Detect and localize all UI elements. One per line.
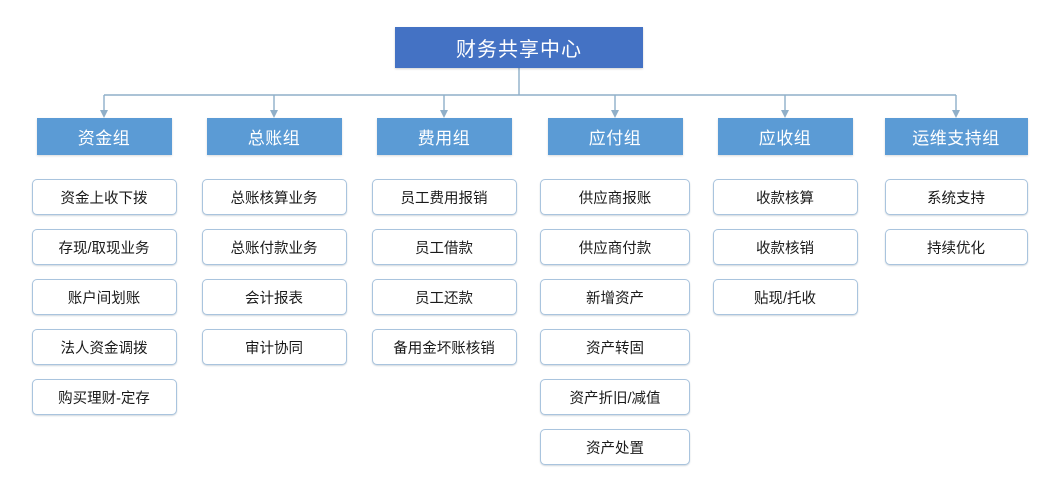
group-column-funds: 资金组 资金上收下拨 存现/取现业务 账户间划账 法人资金调拨 购买理财-定存 (19, 118, 189, 429)
leaf-node[interactable]: 供应商报账 (540, 179, 690, 215)
group-column-general-ledger: 总账组 总账核算业务 总账付款业务 会计报表 审计协同 (189, 118, 359, 379)
leaf-node[interactable]: 会计报表 (201, 279, 347, 315)
arrowhead-5 (781, 110, 789, 118)
group-header-expense[interactable]: 费用组 (376, 118, 512, 155)
leaf-node[interactable]: 收款核算 (712, 179, 858, 215)
arrowhead-6 (952, 110, 960, 118)
leaf-node[interactable]: 账户间划账 (31, 279, 177, 315)
group-header-operations-support[interactable]: 运维支持组 (884, 118, 1028, 155)
arrowhead-2 (270, 110, 278, 118)
leaf-node[interactable]: 总账核算业务 (201, 179, 347, 215)
leaf-node[interactable]: 贴现/托收 (712, 279, 858, 315)
group-column-accounts-payable: 应付组 供应商报账 供应商付款 新增资产 资产转固 资产折旧/减值 资产处置 (530, 118, 700, 479)
leaf-node[interactable]: 系统支持 (884, 179, 1028, 215)
arrowhead-3 (440, 110, 448, 118)
leaf-node[interactable]: 资金上收下拨 (31, 179, 177, 215)
arrowhead-4 (611, 110, 619, 118)
group-column-operations-support: 运维支持组 系统支持 持续优化 (871, 118, 1041, 279)
root-node-finance-shared-center[interactable]: 财务共享中心 (395, 27, 643, 68)
group-column-expense: 费用组 员工费用报销 员工借款 员工还款 备用金坏账核销 (359, 118, 529, 379)
leaf-node[interactable]: 审计协同 (201, 329, 347, 365)
leaf-node[interactable]: 存现/取现业务 (31, 229, 177, 265)
leaf-node[interactable]: 供应商付款 (540, 229, 690, 265)
leaf-node[interactable]: 员工借款 (371, 229, 517, 265)
group-header-accounts-payable[interactable]: 应付组 (547, 118, 683, 155)
arrowhead-1 (100, 110, 108, 118)
leaf-node[interactable]: 备用金坏账核销 (371, 329, 517, 365)
leaf-node[interactable]: 持续优化 (884, 229, 1028, 265)
leaf-node[interactable]: 资产处置 (540, 429, 690, 465)
leaf-node[interactable]: 法人资金调拨 (31, 329, 177, 365)
leaf-node[interactable]: 员工还款 (371, 279, 517, 315)
leaf-node[interactable]: 员工费用报销 (371, 179, 517, 215)
group-header-general-ledger[interactable]: 总账组 (206, 118, 342, 155)
leaf-node[interactable]: 总账付款业务 (201, 229, 347, 265)
leaf-node[interactable]: 购买理财-定存 (31, 379, 177, 415)
leaf-node[interactable]: 资产转固 (540, 329, 690, 365)
leaf-node[interactable]: 资产折旧/减值 (540, 379, 690, 415)
leaf-node[interactable]: 新增资产 (540, 279, 690, 315)
group-header-accounts-receivable[interactable]: 应收组 (717, 118, 853, 155)
group-header-funds[interactable]: 资金组 (36, 118, 172, 155)
leaf-node[interactable]: 收款核销 (712, 229, 858, 265)
group-column-accounts-receivable: 应收组 收款核算 收款核销 贴现/托收 (700, 118, 870, 329)
